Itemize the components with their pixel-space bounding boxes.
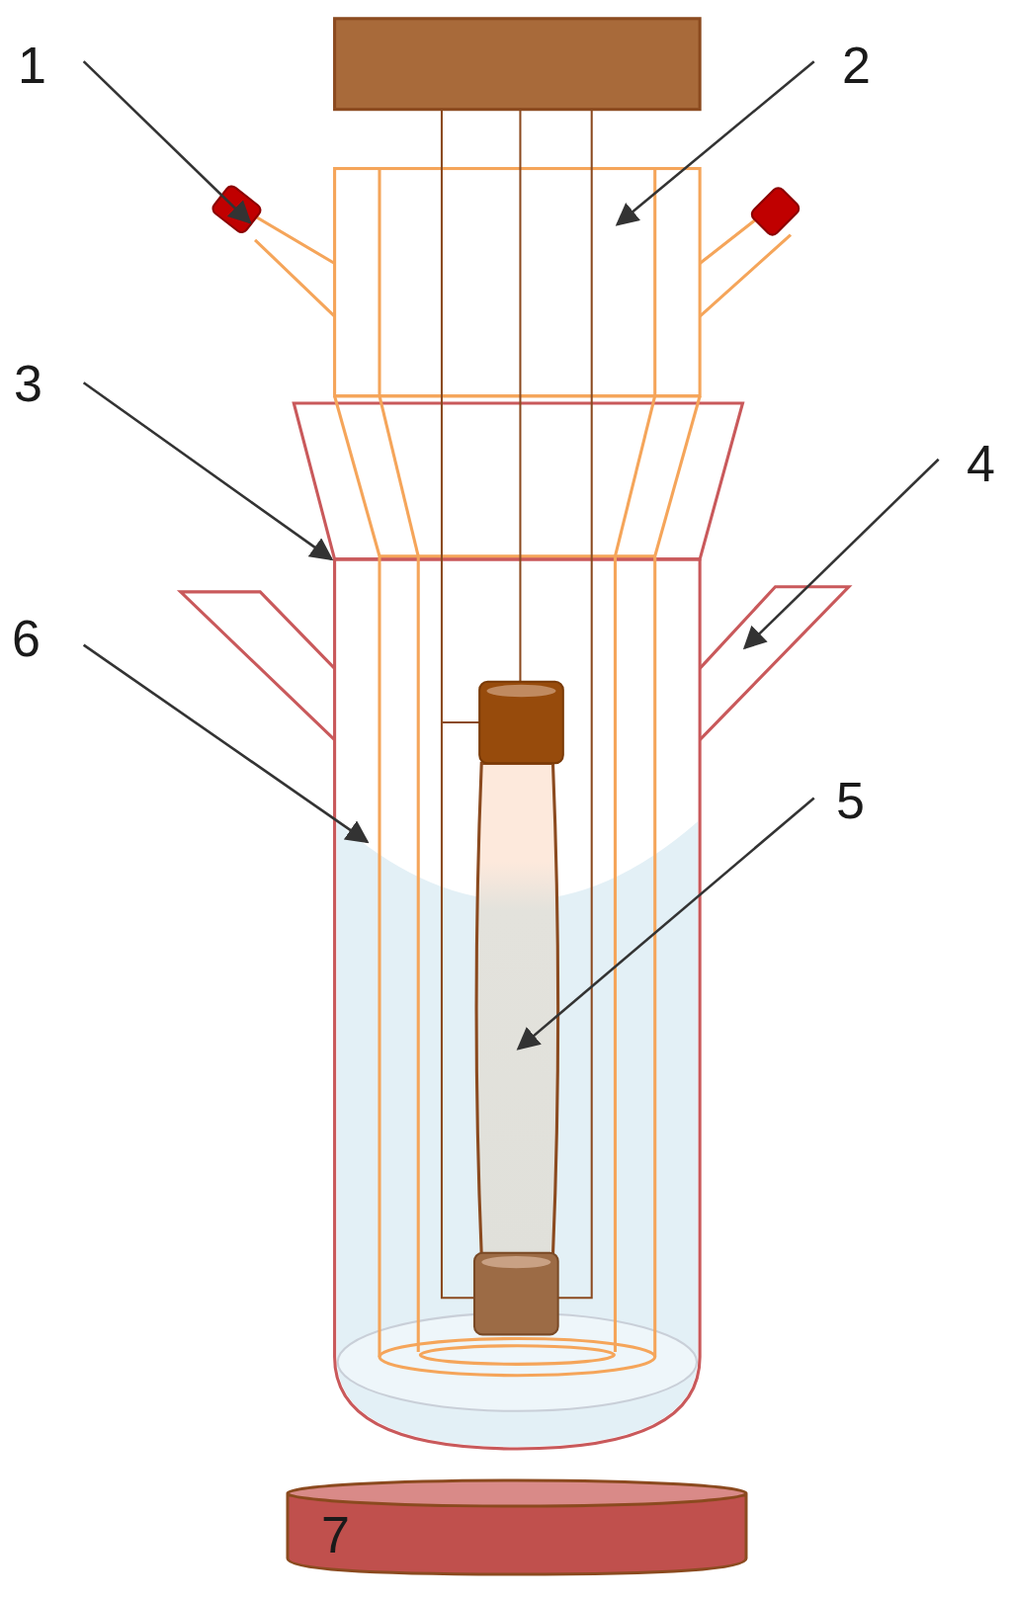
side-arm bbox=[699, 587, 849, 741]
callout-number: 5 bbox=[836, 774, 865, 827]
lamp-cap bbox=[474, 1253, 559, 1336]
callout-number: 6 bbox=[11, 612, 41, 665]
hot-plate: 7 bbox=[285, 1477, 749, 1577]
outer-vessel bbox=[335, 559, 701, 1449]
lamp-holder bbox=[335, 18, 701, 110]
hot-plate-shape bbox=[285, 1477, 749, 1577]
lamp-cap bbox=[479, 681, 564, 764]
callout-number: 2 bbox=[842, 39, 871, 91]
septum-cap bbox=[749, 185, 802, 239]
callout-number: 1 bbox=[17, 39, 47, 91]
uv-lamp bbox=[476, 762, 559, 1256]
immersion-well bbox=[379, 556, 656, 1376]
callout-number: 7 bbox=[321, 1509, 350, 1561]
lamp-wires bbox=[441, 109, 592, 1299]
callout-number: 4 bbox=[966, 437, 996, 490]
side-arm bbox=[180, 591, 336, 741]
leader-lines bbox=[84, 61, 939, 1049]
callout-number: 3 bbox=[13, 357, 43, 410]
